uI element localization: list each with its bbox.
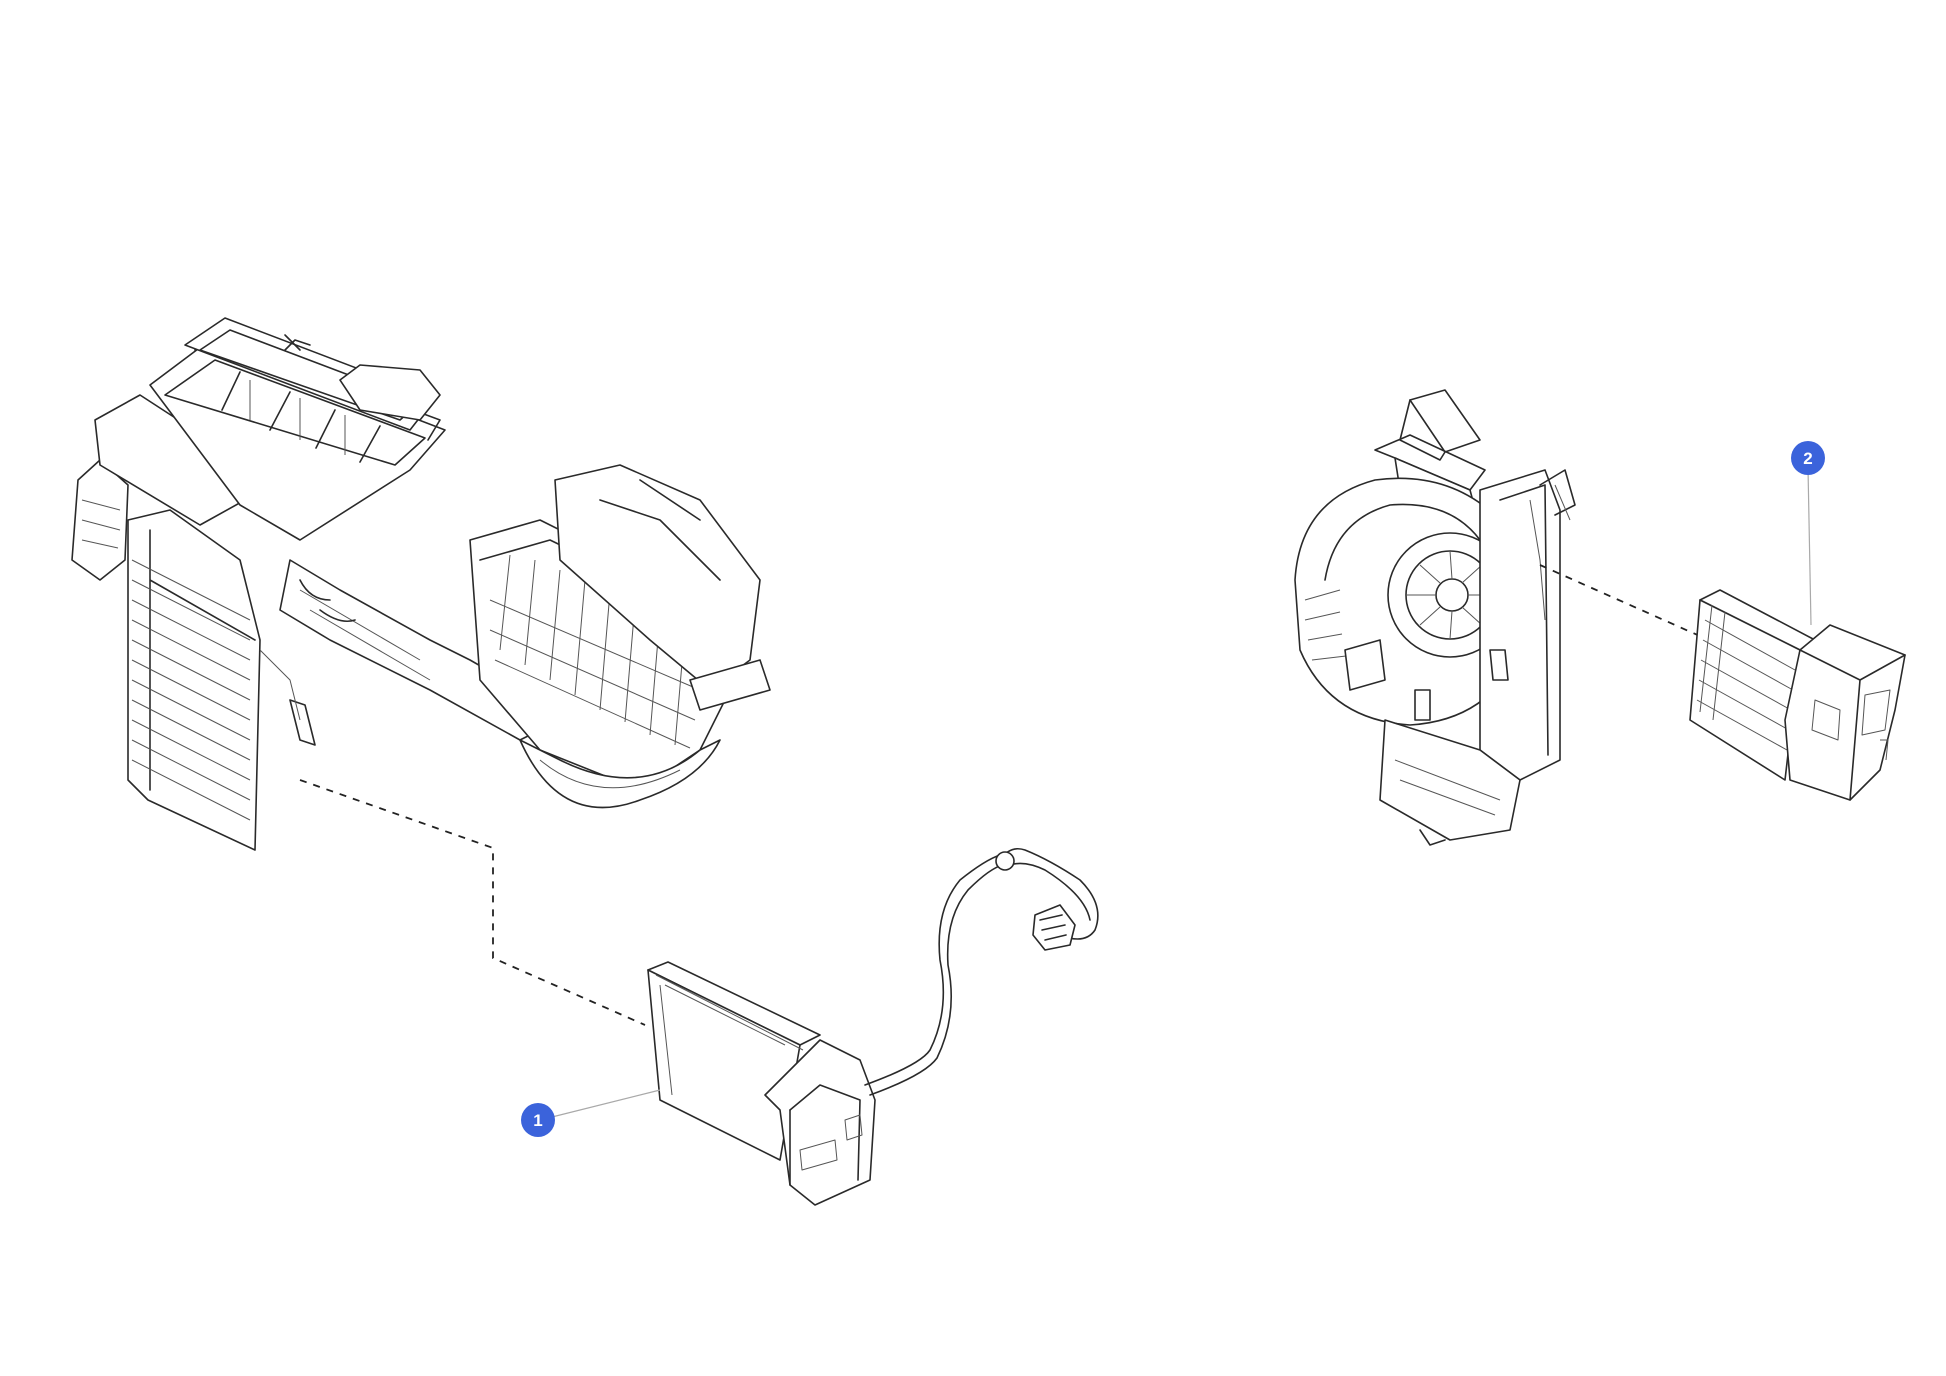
callout-1-leader [547, 1089, 661, 1119]
callout-1[interactable]: 1 [521, 1103, 555, 1137]
callout-2-marker[interactable] [1791, 441, 1825, 475]
callout-1-marker[interactable] [521, 1103, 555, 1137]
assembly-leader-left [299, 779, 646, 1026]
blower-housing-assembly-icon [1294, 389, 1576, 846]
heater-element-icon [1689, 589, 1906, 801]
heater-core-with-hose-icon [647, 847, 1099, 1206]
callout-1-label: 1 [533, 1111, 542, 1130]
callout-2-leader [1807, 467, 1812, 626]
hvac-housing-assembly-icon [71, 317, 771, 851]
callout-2-label: 2 [1803, 449, 1812, 468]
assembly-leader-right [1539, 564, 1721, 646]
callout-2[interactable]: 2 [1791, 441, 1825, 475]
